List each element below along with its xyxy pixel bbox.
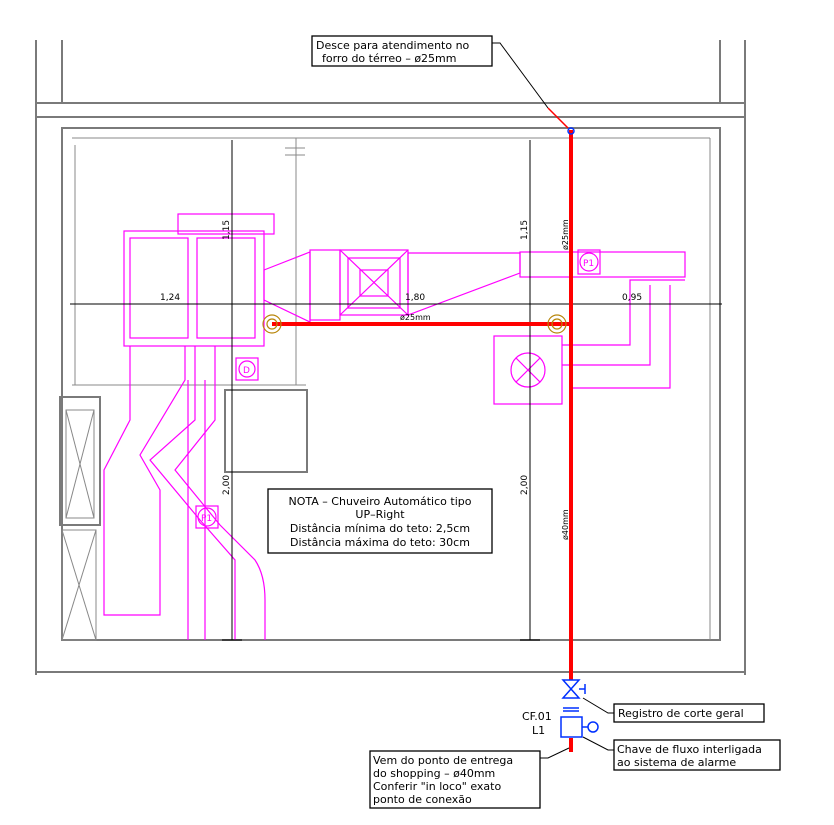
note-line-2: UP–Right <box>355 508 405 521</box>
label-p1-top: P1 <box>583 259 594 269</box>
pipe-label-horizontal: ø25mm <box>400 313 431 322</box>
supply-line-3: Conferir "in loco" exato <box>373 780 501 793</box>
supply-line-4: ponto de conexão <box>373 793 472 806</box>
callout-supply: Vem do ponto de entrega do shopping – ø4… <box>369 747 570 809</box>
note-line-4: Distância máxima do teto: 30cm <box>290 536 470 549</box>
label-p1-bottom: P1 <box>201 514 212 524</box>
dim-0-95: 0,95 <box>622 293 642 303</box>
dim-1-15-right: 1,15 <box>520 220 530 240</box>
dim-2-00-right: 2,00 <box>520 475 530 495</box>
descent-line-2: forro do térreo – ø25mm <box>322 52 457 65</box>
walls <box>35 40 746 675</box>
tag-cf01: CF.01 <box>522 710 552 723</box>
pipe-label-vertical-top: ø25mm <box>561 219 570 250</box>
callout-flow-switch: Chave de fluxo interligada ao sistema de… <box>582 736 781 771</box>
dim-1-15-left: 1,15 <box>222 220 232 240</box>
descent-line-1: Desce para atendimento no <box>316 39 470 52</box>
note-line-3: Distância mínima do teto: 2,5cm <box>290 522 470 535</box>
sprinkler-head-icon <box>547 314 567 334</box>
tag-l1: L1 <box>532 724 545 737</box>
dim-1-24: 1,24 <box>160 293 180 303</box>
callout-descent: Desce para atendimento no forro do térre… <box>311 35 569 129</box>
gate-valve-icon <box>561 679 586 712</box>
pipe-label-vertical-main: ø40mm <box>561 509 570 540</box>
sprinkler-head-icon <box>262 314 282 334</box>
callout-valve: Registro de corte geral <box>582 697 765 723</box>
flow-switch-line-1: Chave de fluxo interligada <box>617 743 762 756</box>
supply-line-2: do shopping – ø40mm <box>373 767 495 780</box>
riser-descent-icon <box>567 127 575 135</box>
supply-line-1: Vem do ponto de entrega <box>373 754 513 767</box>
hvac-equipment: P1 D P1 <box>103 213 686 640</box>
label-d: D <box>243 366 250 376</box>
flow-switch-icon <box>560 716 599 738</box>
note-box: NOTA – Chuveiro Automático tipo UP–Right… <box>267 488 493 554</box>
valve-label: Registro de corte geral <box>618 707 744 720</box>
flow-switch-line-2: ao sistema de alarme <box>617 756 736 769</box>
dimensions: 1,24 1,80 0,95 1,15 1,15 2,00 2,00 <box>70 140 722 641</box>
dim-1-80: 1,80 <box>405 293 425 303</box>
sprinkler-piping: ø25mm ø25mm ø40mm CF.01 L1 <box>262 127 599 752</box>
note-line-1: NOTA – Chuveiro Automático tipo <box>289 495 472 508</box>
dim-2-00-left: 2,00 <box>222 475 232 495</box>
